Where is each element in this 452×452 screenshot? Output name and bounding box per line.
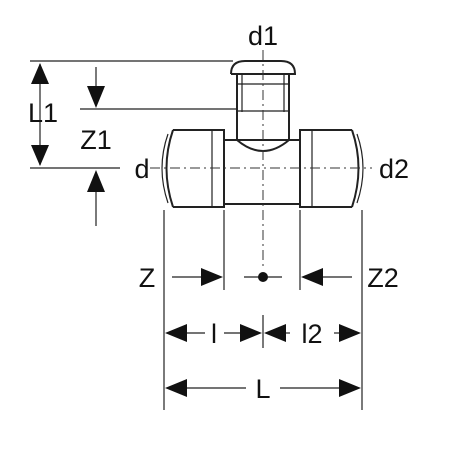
dimension-L [165, 379, 361, 397]
label-L1: L1 [28, 98, 58, 128]
extension-lines [30, 60, 363, 410]
dimension-Z [172, 268, 223, 286]
dimension-l2 [264, 324, 361, 342]
label-d2: d2 [379, 154, 409, 184]
arrowhead [201, 268, 223, 286]
label-l2: l2 [301, 319, 322, 349]
label-Z: Z [139, 263, 156, 293]
label-d1: d1 [248, 21, 278, 51]
arrowhead [264, 324, 286, 342]
arrowhead [87, 86, 105, 108]
dimension-l [165, 324, 262, 342]
label-L: L [255, 374, 270, 404]
arrowhead [240, 324, 262, 342]
center-point-marker [244, 272, 282, 282]
arrowhead [165, 379, 187, 397]
label-l: l [211, 319, 217, 349]
arrowhead [339, 379, 361, 397]
dimension-Z2 [301, 268, 352, 286]
dimension-L1 [31, 63, 49, 166]
arrowhead [31, 145, 49, 166]
label-d: d [134, 154, 149, 184]
arrowhead [301, 268, 323, 286]
right-socket-rim [356, 133, 364, 204]
arrowhead [31, 63, 49, 84]
label-Z2: Z2 [367, 263, 399, 293]
left-socket-bead [165, 129, 174, 208]
center-dot [258, 272, 268, 282]
arrowhead [87, 170, 105, 192]
left-socket-rim [161, 133, 169, 204]
arrowhead [339, 324, 361, 342]
arrowhead [165, 324, 187, 342]
dimension-Z1 [87, 67, 105, 226]
top-socket-rim [230, 60, 297, 75]
label-Z1: Z1 [80, 125, 112, 155]
